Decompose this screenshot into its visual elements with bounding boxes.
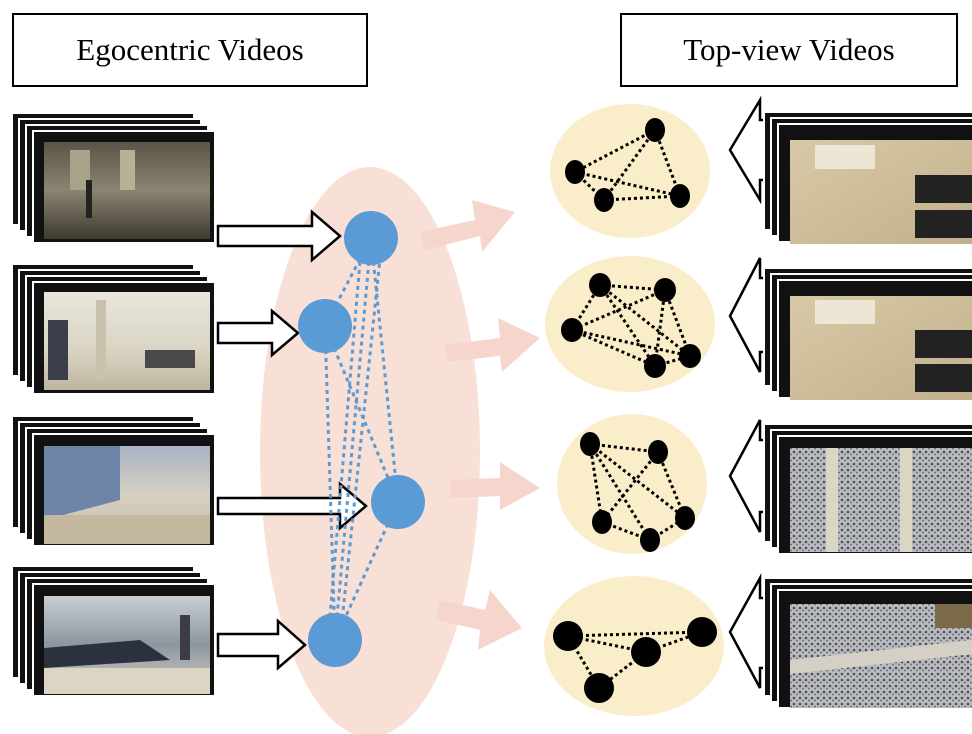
- topview-video-stacks: [763, 111, 972, 709]
- top-view-graph-1: [550, 104, 710, 238]
- egocentric-video-stacks: [11, 112, 216, 697]
- blue-graph-nodes: [298, 211, 425, 667]
- pink-arrow-3: [450, 462, 540, 510]
- pink-arrows: [420, 200, 540, 650]
- top-view-graph-4: [544, 576, 724, 716]
- top-view-videos-title: Top-view Videos: [620, 13, 958, 87]
- pink-arrow-4: [436, 590, 522, 650]
- top-view-graph-3: [557, 414, 707, 554]
- ego-arrow-2: [216, 308, 300, 358]
- topview-video-2-plaza: [763, 267, 972, 400]
- topview-video-1-plaza: [763, 111, 972, 244]
- blue-node-4: [308, 613, 362, 667]
- topview-video-4-pavement: [763, 577, 972, 709]
- top-view-graph-2: [545, 256, 715, 392]
- egocentric-video-3-corridor: [11, 415, 216, 547]
- egocentric-videos-title: Egocentric Videos: [12, 13, 368, 87]
- egocentric-video-4-lobby: [11, 565, 216, 697]
- egocentric-video-1-hallway: [11, 112, 216, 244]
- egocentric-video-2-office: [11, 263, 216, 395]
- ego-arrow-1: [216, 209, 342, 263]
- blue-node-3: [371, 475, 425, 529]
- blue-node-2: [298, 299, 352, 353]
- pink-arrow-2: [445, 318, 540, 372]
- ego-arrow-4: [216, 618, 307, 671]
- topview-video-3-pavement: [763, 423, 972, 555]
- blue-node-1: [344, 211, 398, 265]
- pink-arrow-1: [420, 200, 515, 252]
